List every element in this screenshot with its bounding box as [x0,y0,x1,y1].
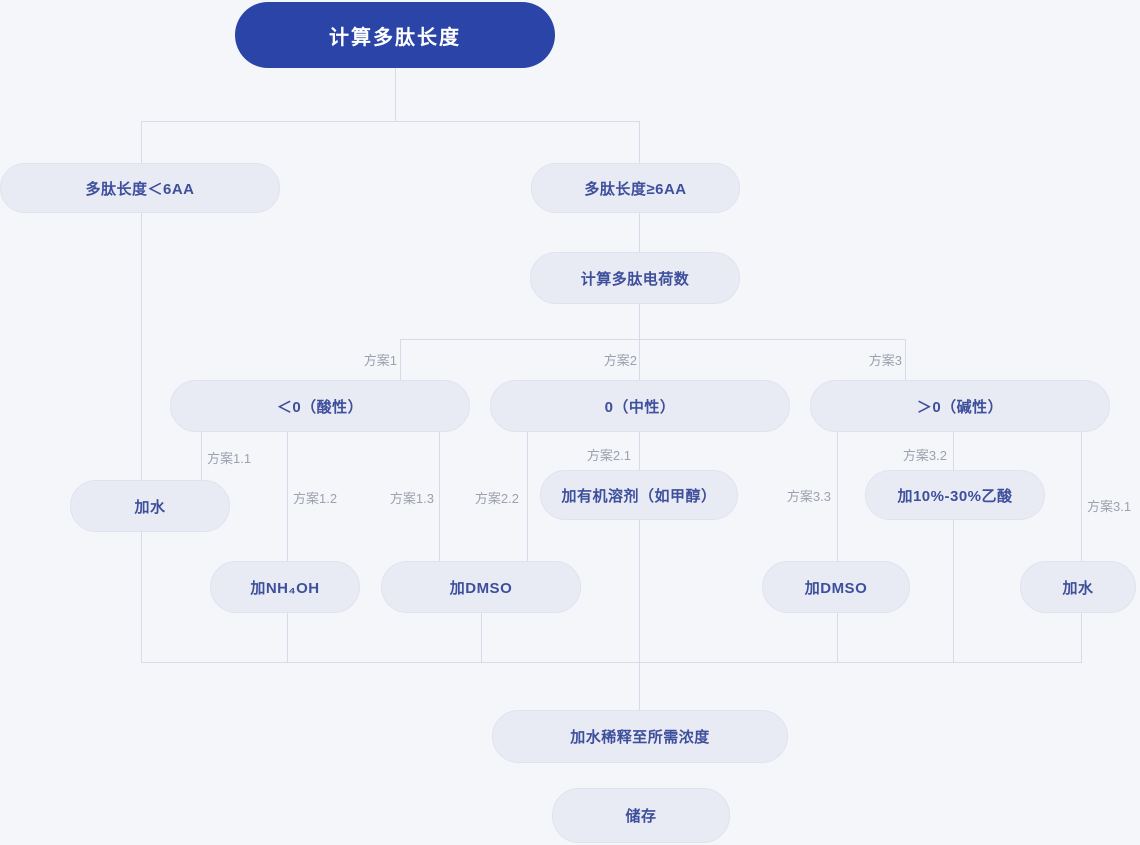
connector-plan3-3 [837,432,838,561]
branch-label-plan1: 方案1 [363,353,397,368]
branch-label-plan3-1: 方案3.1 [1087,499,1132,514]
node-calc-charge: 计算多肽电荷数 [530,252,740,304]
node-add-water-left: 加水 [70,480,230,532]
node-add-dmso-right: 加DMSO [762,561,910,613]
node-add-water-right: 加水 [1020,561,1136,613]
connector-water-right-to-bus [1081,613,1082,662]
connector-organic-to-dilute [639,520,640,710]
node-add-nh4oh: 加NH₄OH [210,561,360,613]
branch-label-plan2-2: 方案2.2 [474,491,519,506]
connector-dmso-right-to-bus [837,613,838,662]
connector-nh4oh-to-bus [287,613,288,662]
connector-dmso-left-to-bus [481,613,482,662]
connector-len-long-to-charge [639,213,640,253]
branch-label-plan1-3: 方案1.3 [389,491,434,506]
node-length-ge-6aa: 多肽长度≥6AA [531,163,740,213]
branch-label-plan3: 方案3 [868,353,902,368]
node-length-lt-6aa: 多肽长度＜6AA [0,163,280,213]
node-add-organic-solvent: 加有机溶剂（如甲醇） [540,470,738,520]
connector-plan1-1 [201,432,202,480]
connector-plan3-2 [953,432,954,470]
branch-label-plan1-2: 方案1.2 [293,491,338,506]
connector-plan1-2 [287,432,288,561]
connector-plan-split [400,339,905,340]
connector-split-top [141,121,640,122]
connector-len-short-to-bus [141,213,142,662]
branch-label-plan2: 方案2 [603,353,637,368]
branch-label-plan2-1: 方案2.1 [586,448,631,463]
connector-plan1-3 [439,432,440,561]
connector-collector-bus [141,662,1082,663]
node-root-calc-length: 计算多肽长度 [235,2,555,68]
connector-plan3-1 [1081,432,1082,561]
node-add-acetic-acid: 加10%-30%乙酸 [865,470,1045,520]
connector-root-down [395,68,396,121]
node-dilute: 加水稀释至所需浓度 [492,710,788,763]
branch-label-plan3-2: 方案3.2 [902,448,947,463]
branch-label-plan3-3: 方案3.3 [786,489,831,504]
node-acidic: ＜0（酸性） [170,380,470,432]
branch-label-plan1-1: 方案1.1 [207,451,252,466]
connector-to-len-short [141,121,142,163]
node-store: 储存 [552,788,730,843]
connector-to-basic [905,339,906,380]
connector-to-acidic [400,339,401,380]
connector-plan2-2 [527,432,528,561]
connector-to-len-long [639,121,640,163]
connector-plan2-1 [639,432,640,470]
node-basic: ＞0（碱性） [810,380,1110,432]
node-add-dmso-left: 加DMSO [381,561,581,613]
connector-charge-down [639,303,640,380]
node-neutral: 0（中性） [490,380,790,432]
connector-acetic-to-bus [953,520,954,662]
